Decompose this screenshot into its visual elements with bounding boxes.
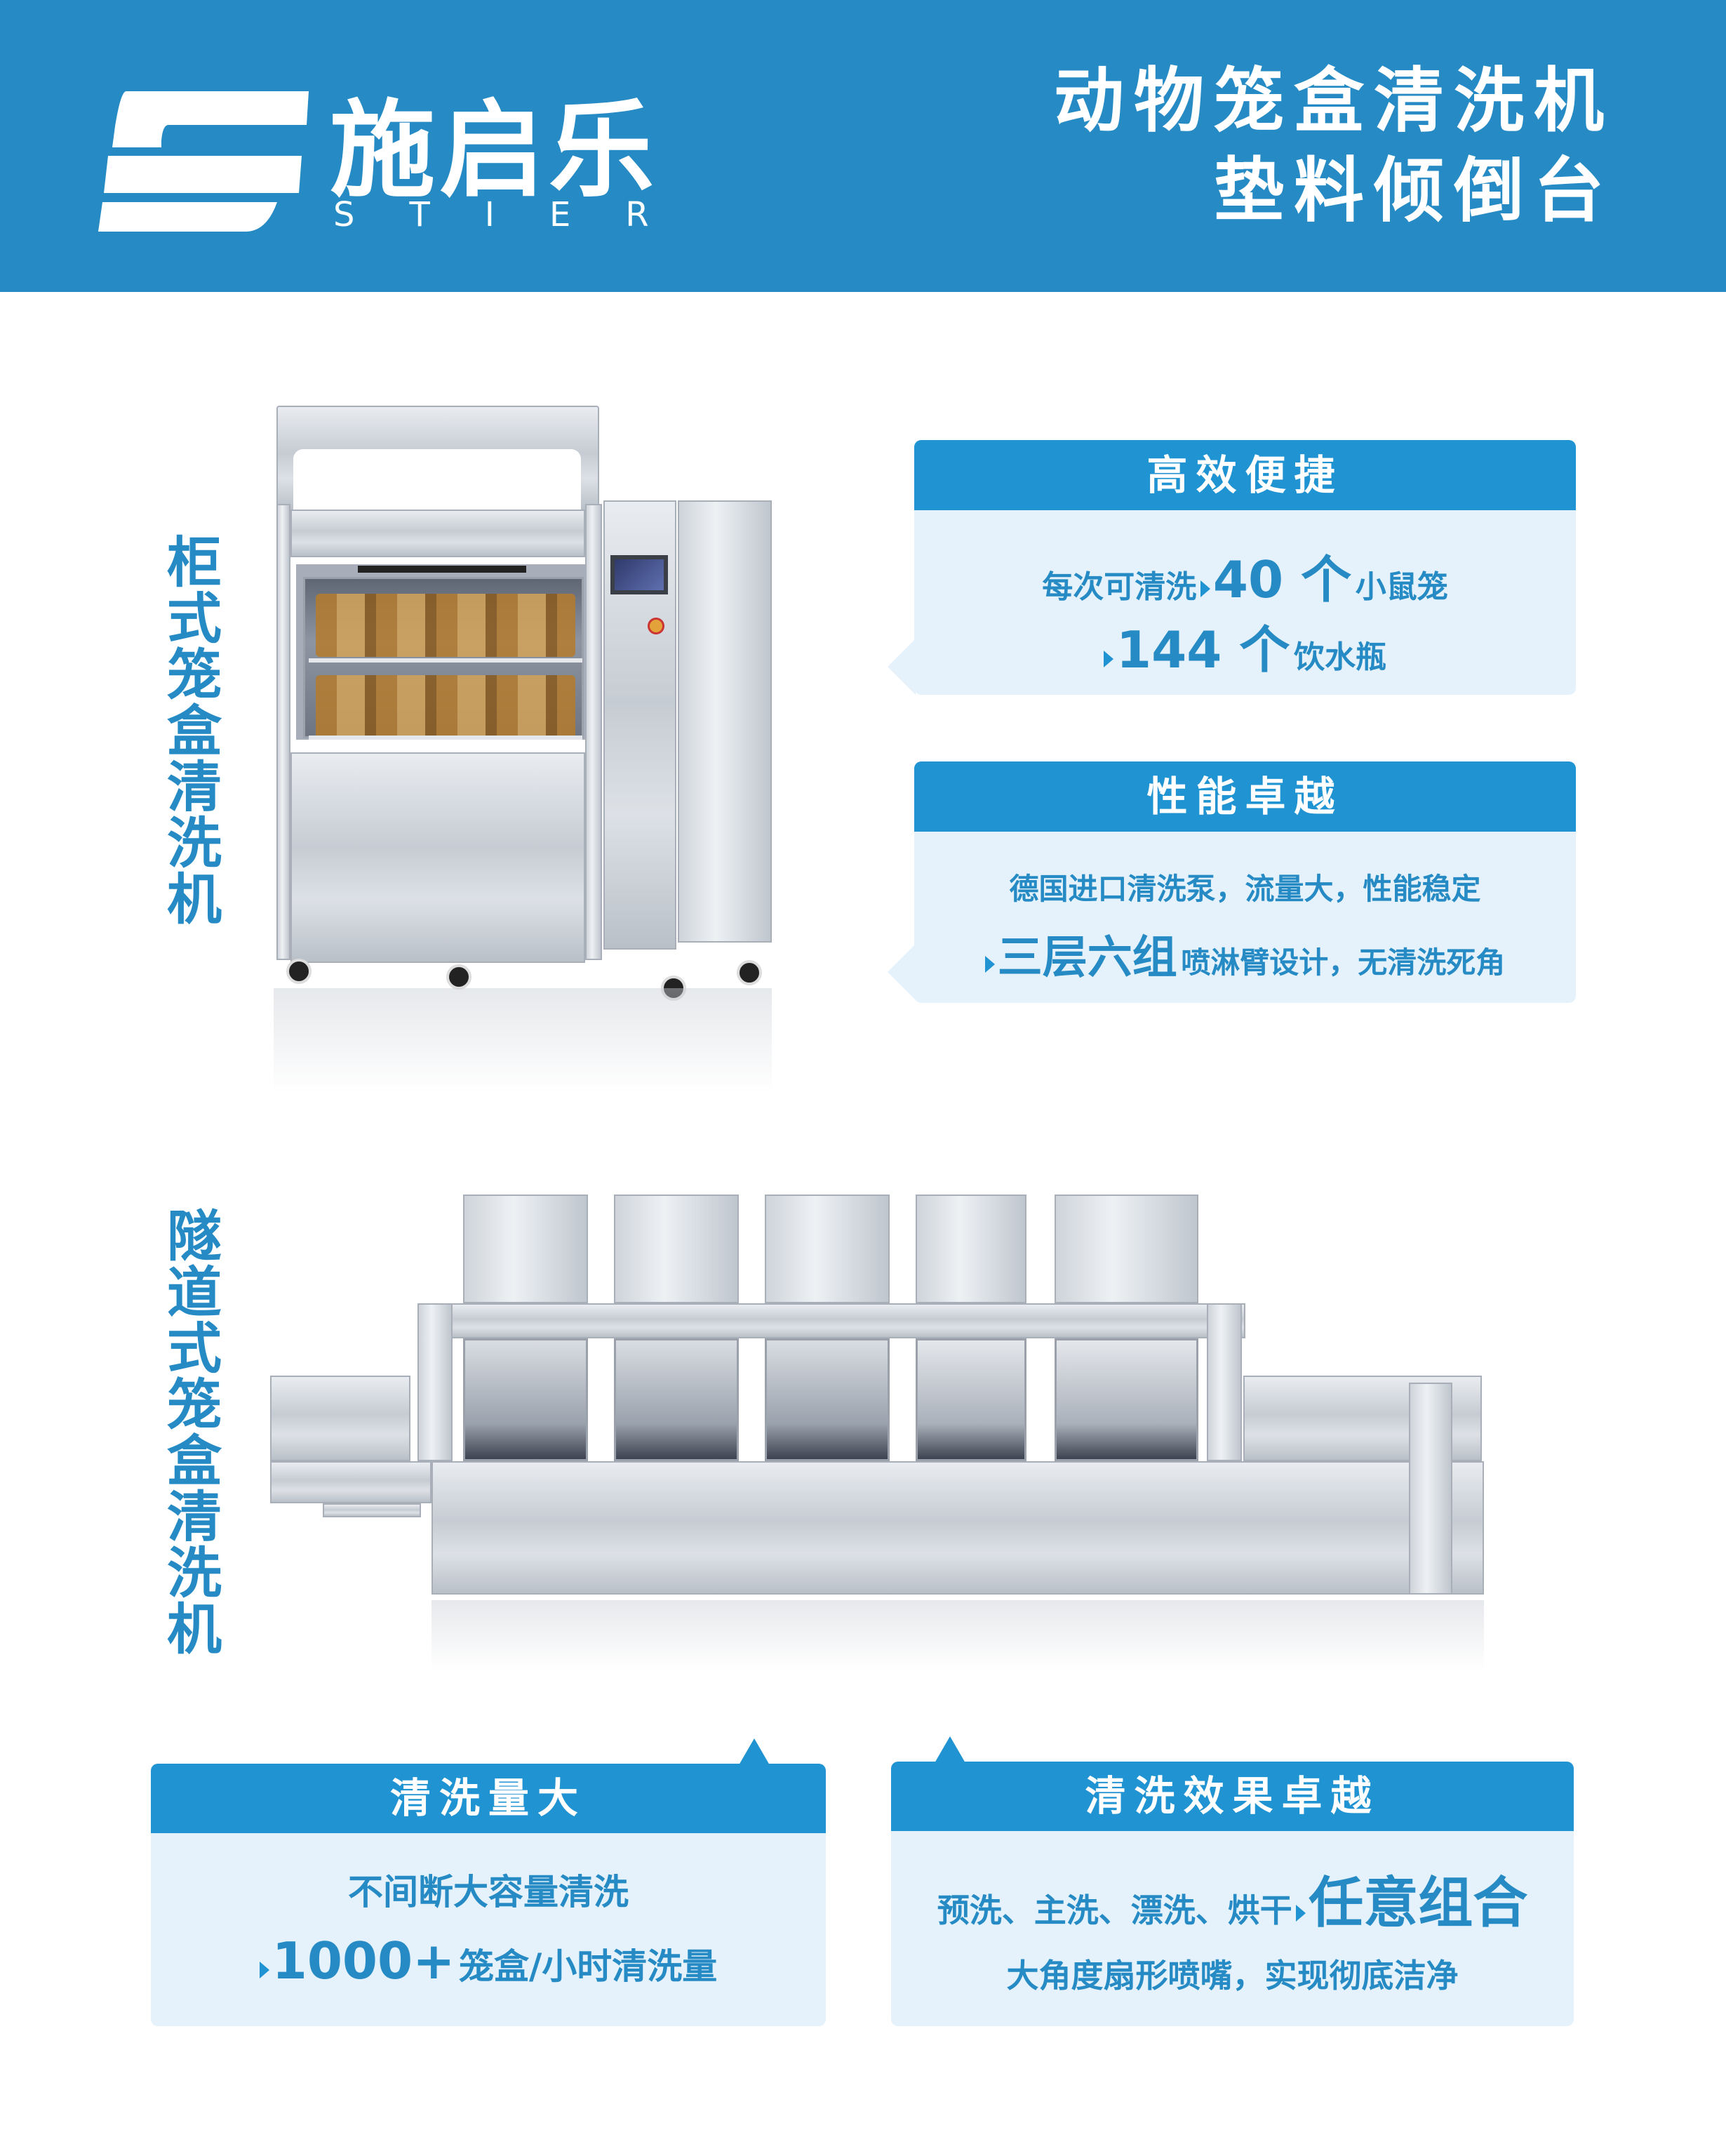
line-highlight: 1000+: [272, 1931, 455, 1990]
feature-line: 1000+ 笼盒/小时清洗量: [151, 1931, 826, 1990]
triangle-bullet-icon: [1104, 650, 1114, 667]
feature-line: 144 个 饮水瓶: [914, 608, 1576, 682]
line-suffix: 喷淋臂设计，无清洗死角: [1181, 945, 1506, 980]
feature-line: 三层六组 喷淋臂设计，无清洗死角: [914, 921, 1576, 986]
line-suffix: 饮水瓶: [1293, 639, 1386, 675]
feature-line: 每次可清洗 40 个 小鼠笼: [914, 538, 1576, 612]
line-highlight: 40 个: [1212, 550, 1352, 609]
callout-pointer: [888, 944, 916, 1000]
line-suffix: 笼盒/小时清洗量: [459, 1946, 718, 1987]
brand-name-cn: 施启乐: [330, 90, 659, 212]
triangle-bullet-icon: [984, 955, 995, 973]
feature-line: 不间断大容量清洗: [348, 1872, 629, 1912]
emergency-stop-icon: [648, 618, 664, 634]
line-prefix: 每次可清洗: [1042, 569, 1197, 605]
feature-line: 大角度扇形喷嘴，实现彻底洁净: [1006, 1957, 1459, 1995]
feature-card-capacity: 清洗量大 不间断大容量清洗 1000+ 笼盒/小时清洗量: [151, 1738, 826, 2026]
line-suffix: 小鼠笼: [1355, 569, 1448, 605]
line-highlight: 三层六组: [997, 932, 1177, 984]
feature-line: 预洗、主洗、漂洗、烘干 任意组合: [891, 1859, 1574, 1938]
feature-card-cleaning-effect: 清洗效果卓越 预洗、主洗、漂洗、烘干 任意组合 大角度扇形喷嘴，实现彻底洁净: [891, 1736, 1574, 2026]
line-prefix: 预洗、主洗、漂洗、烘干: [937, 1891, 1292, 1929]
line-highlight: 任意组合: [1309, 1872, 1528, 1935]
section-label-cabinet: 柜式笼盒清洗机: [158, 533, 221, 926]
triangle-bullet-icon: [1296, 1904, 1306, 1922]
brand-name-en: STIER: [333, 195, 704, 234]
feature-line: 德国进口清洗泵，流量大，性能稳定: [1009, 872, 1481, 906]
callout-pointer: [935, 1736, 965, 1763]
title-line-1: 动物笼盒清洗机: [1054, 60, 1614, 142]
touch-screen: [610, 555, 668, 594]
feature-title: 性能卓越: [914, 761, 1576, 832]
callout-pointer: [739, 1738, 770, 1765]
header-banner: 施启乐 STIER 动物笼盒清洗机 垫料倾倒台: [0, 0, 1726, 292]
triangle-bullet-icon: [259, 1961, 269, 1978]
brand-logo: 施启乐 STIER: [98, 90, 704, 234]
callout-pointer: [888, 639, 916, 695]
title-line-2: 垫料倾倒台: [1214, 149, 1614, 232]
feature-title: 高效便捷: [914, 440, 1576, 510]
tunnel-cage-washer-image: [267, 1179, 1501, 1670]
cabinet-cage-washer-image: [274, 406, 772, 1100]
stier-s-logo-icon: [98, 91, 309, 232]
triangle-bullet-icon: [1200, 580, 1210, 597]
section-label-tunnel: 隧道式笼盒清洗机: [158, 1207, 221, 1656]
line-highlight: 144 个: [1116, 620, 1290, 679]
page-title: 动物笼盒清洗机 垫料倾倒台: [1054, 56, 1614, 236]
feature-card-efficient: 高效便捷 每次可清洗 40 个 小鼠笼 144 个 饮水瓶: [888, 440, 1576, 695]
feature-title: 清洗量大: [151, 1764, 826, 1833]
feature-title: 清洗效果卓越: [891, 1762, 1574, 1831]
feature-card-performance: 性能卓越 德国进口清洗泵，流量大，性能稳定 三层六组 喷淋臂设计，无清洗死角: [888, 761, 1576, 1003]
